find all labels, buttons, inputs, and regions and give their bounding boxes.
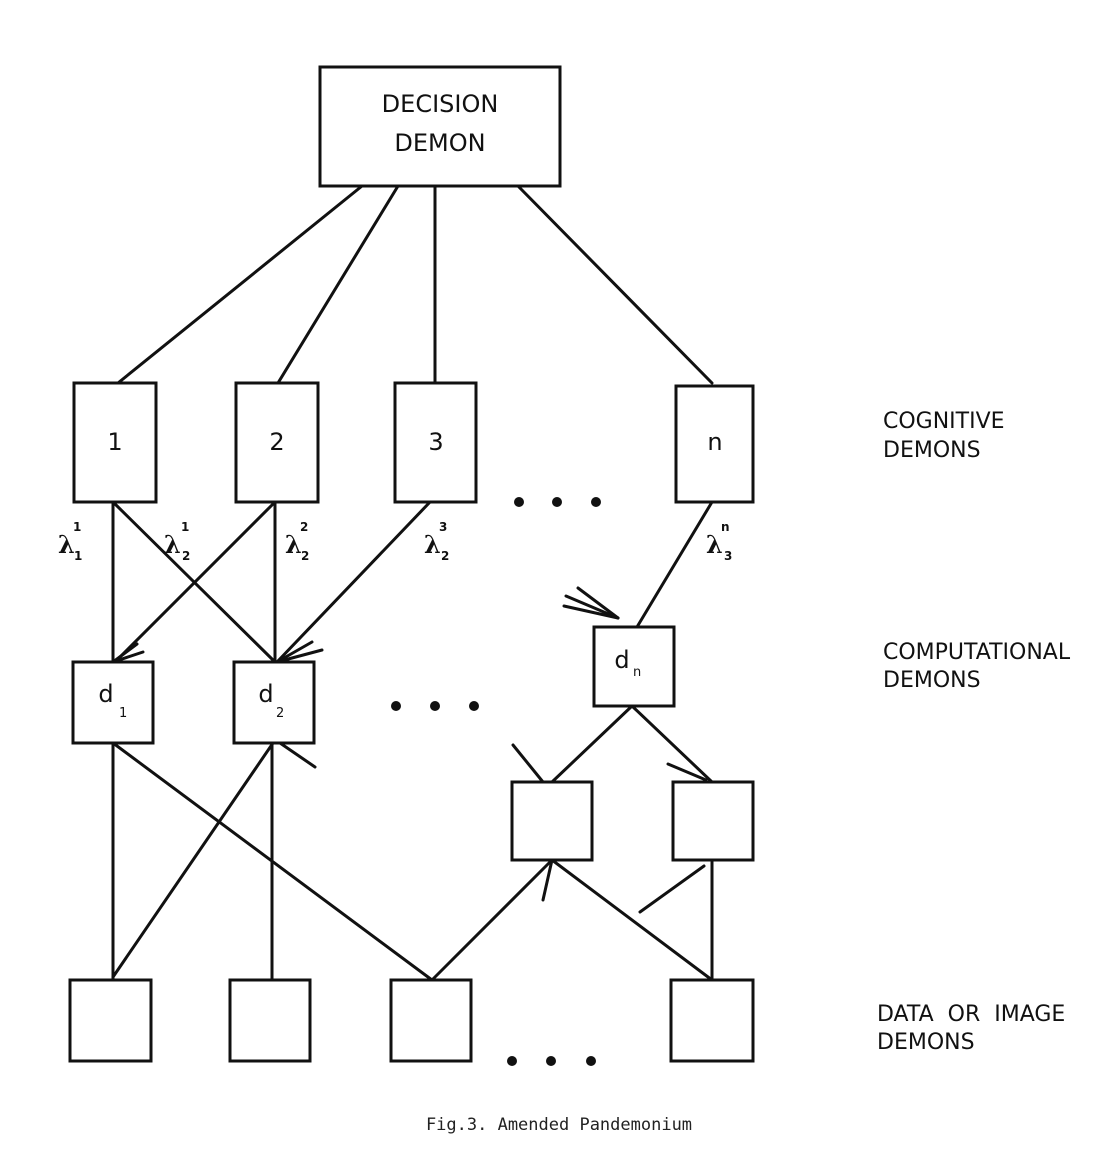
weight-lambda-3-2: λ 3 2	[424, 520, 449, 563]
cognitive-label-line1: COGNITIVE	[883, 409, 1005, 434]
arrow-dn-c	[576, 586, 620, 620]
decision-demon-line1: DECISION	[382, 90, 499, 118]
edge-dn-mid1	[550, 704, 634, 784]
cognitive-label-line2: DEMONS	[883, 438, 981, 463]
dot	[514, 497, 524, 507]
arrow-mid1-bottom	[541, 858, 554, 902]
computational-demons: d 1 d 2 d n	[71, 625, 676, 745]
lambda-symbol: λ	[58, 530, 75, 559]
weight-labels: λ 1 1 λ 1 2 λ 2 2 λ 3 2 λ n 3	[58, 520, 732, 563]
arrow-dn-b	[562, 604, 620, 620]
data-demon-box	[669, 978, 755, 1063]
edge-mid1-data4	[550, 858, 714, 982]
edge-decision-cn	[516, 184, 714, 385]
dot	[591, 497, 601, 507]
edge-decision-c1	[116, 184, 364, 385]
data-label-line2: DEMONS	[877, 1030, 975, 1055]
edge-cn-dn	[635, 500, 714, 629]
dot	[552, 497, 562, 507]
decision-demon-line2: DEMON	[394, 129, 485, 157]
data-label-line1: DATA OR IMAGE	[877, 1002, 1065, 1027]
intermediate-demon-box	[671, 780, 755, 862]
cognitive-demon-1-box	[72, 381, 158, 504]
lambda-symbol: λ	[164, 530, 181, 559]
computational-demon-dn-sub: n	[633, 665, 641, 680]
computational-demon-d2-sub: 2	[276, 706, 284, 721]
cognitive-demon-1-label: 1	[107, 428, 122, 456]
arrow-d1-b	[111, 650, 145, 664]
arrow-d1-a	[111, 642, 139, 664]
dot	[391, 701, 401, 711]
computational-demon-d2-box	[232, 660, 316, 745]
ellipsis-data	[507, 1056, 596, 1066]
lambda-subscript: 2	[182, 549, 190, 563]
edge-decision-c2	[276, 184, 400, 385]
data-demon-box	[389, 978, 473, 1063]
cognitive-demon-n-box	[674, 384, 755, 504]
cognitive-demons: 1 2 3 n	[72, 381, 755, 504]
weight-lambda-1-2: λ 1 2	[164, 520, 190, 563]
edge-c3-d2	[275, 500, 432, 664]
dot	[469, 701, 479, 711]
weight-lambda-2-2: λ 2 2	[285, 520, 309, 563]
ellipsis-cognitive	[514, 497, 601, 507]
cognitive-demon-3-box	[393, 381, 478, 504]
data-demons	[68, 978, 755, 1063]
lambda-symbol: λ	[706, 530, 723, 559]
computational-label-line1: COMPUTATIONAL	[883, 640, 1071, 665]
data-demon-box	[228, 978, 312, 1063]
lambda-subscript: 2	[441, 549, 449, 563]
arrow-mid2-bottom	[638, 864, 706, 914]
data-demon-box	[68, 978, 153, 1063]
computational-demon-dn-base: d	[614, 646, 629, 674]
level-labels: COGNITIVE DEMONS COMPUTATIONAL DEMONS DA…	[877, 409, 1071, 1055]
intermediate-demon-box	[510, 780, 594, 862]
lambda-superscript: 1	[181, 520, 189, 534]
connections	[111, 184, 714, 982]
weight-lambda-n-3: λ n 3	[706, 520, 732, 563]
lambda-subscript: 1	[74, 549, 82, 563]
computational-demon-d2-base: d	[258, 680, 273, 708]
computational-label-line2: DEMONS	[883, 668, 981, 693]
lambda-superscript: 2	[300, 520, 308, 534]
arrow-mid2-top	[666, 762, 708, 782]
lambda-superscript: 3	[439, 520, 447, 534]
arrow-dn-a	[564, 594, 620, 620]
lambda-subscript: 3	[724, 549, 732, 563]
arrow-d2-bottom	[278, 741, 317, 769]
edge-dn-mid2	[630, 704, 714, 784]
edge-data3-mid1	[430, 858, 554, 982]
lambda-superscript: n	[721, 520, 730, 534]
computational-demon-d1-sub: 1	[119, 706, 127, 721]
lambda-symbol: λ	[285, 530, 302, 559]
lambda-subscript: 2	[301, 549, 309, 563]
arrow-mid1-top	[511, 743, 545, 784]
lambda-superscript: 1	[73, 520, 81, 534]
weight-lambda-1-1: λ 1 1	[58, 520, 82, 563]
dot	[507, 1056, 517, 1066]
edge-c2-d1	[113, 500, 277, 664]
edge-d2-data1	[111, 741, 275, 979]
dot	[430, 701, 440, 711]
ellipsis-computational	[391, 701, 479, 711]
cognitive-demon-2-label: 2	[269, 428, 284, 456]
computational-demon-d1-base: d	[98, 680, 113, 708]
arrow-d2-a	[275, 640, 314, 664]
computational-demon-d1-box	[71, 660, 155, 745]
dot	[546, 1056, 556, 1066]
decision-demon: DECISION DEMON	[318, 65, 562, 188]
decision-demon-box	[318, 65, 562, 188]
arrowheads	[111, 586, 708, 914]
computational-demon-dn-box	[592, 625, 676, 708]
cognitive-demon-n-label: n	[707, 428, 722, 456]
cognitive-demon-3-label: 3	[428, 428, 443, 456]
lambda-symbol: λ	[424, 530, 441, 559]
dot	[586, 1056, 596, 1066]
intermediate-demons	[510, 780, 755, 862]
arrow-d2-b	[275, 648, 324, 664]
cognitive-demon-2-box	[234, 381, 320, 504]
figure-caption: Fig.3. Amended Pandemonium	[425, 1115, 693, 1135]
